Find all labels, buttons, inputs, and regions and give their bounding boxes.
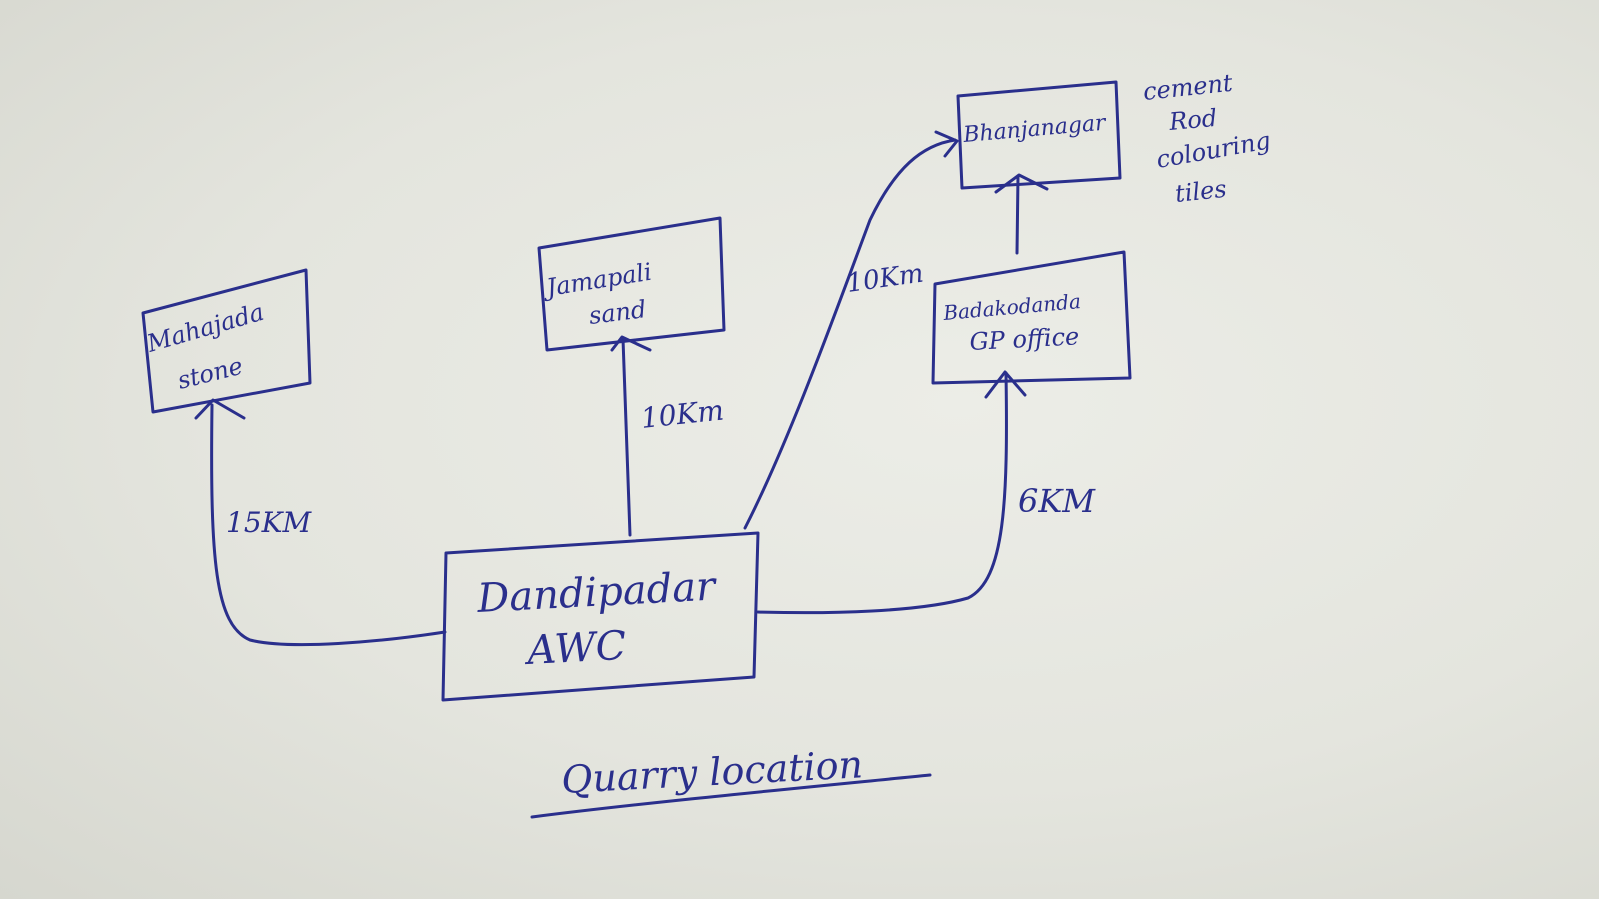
line-to-badakodanda (756, 371, 1008, 615)
line-to-mahajada (210, 403, 447, 647)
arrowhead-bhanjanagar-from-gp (994, 173, 1049, 194)
center-box-dandipadar-awc (441, 531, 760, 702)
box-badakodanda-gp-office (931, 250, 1132, 385)
box-bhanjanagar (956, 80, 1122, 190)
bhanjanagar-note-line1: cement (1142, 69, 1234, 106)
bhanjanagar-note-line2: Rod (1167, 104, 1218, 136)
badakodanda-label-line2: GP office (969, 322, 1080, 356)
arrowhead-mahajada (194, 398, 246, 420)
title-underline (530, 773, 932, 819)
center-label-line1: Dandipadar (475, 563, 719, 622)
mahajada-label-line2: stone (175, 352, 246, 395)
bhanjanagar-note-line4: tiles (1174, 175, 1228, 208)
box-jamapali-sand (537, 216, 726, 352)
badakodanda-label-line1: Badakodanda (941, 289, 1081, 325)
arrowhead-badakodanda (984, 370, 1027, 399)
distance-label-jamapali: 10Km (639, 393, 725, 435)
line-to-bhanjanagar (743, 138, 957, 530)
line-badakodanda-to-bhanjanagar (1015, 174, 1020, 255)
bhanjanagar-label: Bhanjanagar (961, 111, 1108, 149)
box-mahajada-stone (141, 268, 312, 414)
center-label-line2: AWC (522, 623, 627, 674)
diagram-title: Quarry location (560, 742, 864, 802)
distance-label-bhanjanagar: 10Km (845, 258, 926, 298)
line-to-jamapali (621, 337, 632, 537)
arrowhead-jamapali (610, 335, 652, 352)
distance-label-mahajada: 15KM (226, 506, 313, 539)
arrowhead-bhanjanagar (934, 130, 959, 158)
distance-label-badakodanda: 6KM (1018, 482, 1096, 520)
jamapali-label-line2: sand (587, 295, 647, 330)
